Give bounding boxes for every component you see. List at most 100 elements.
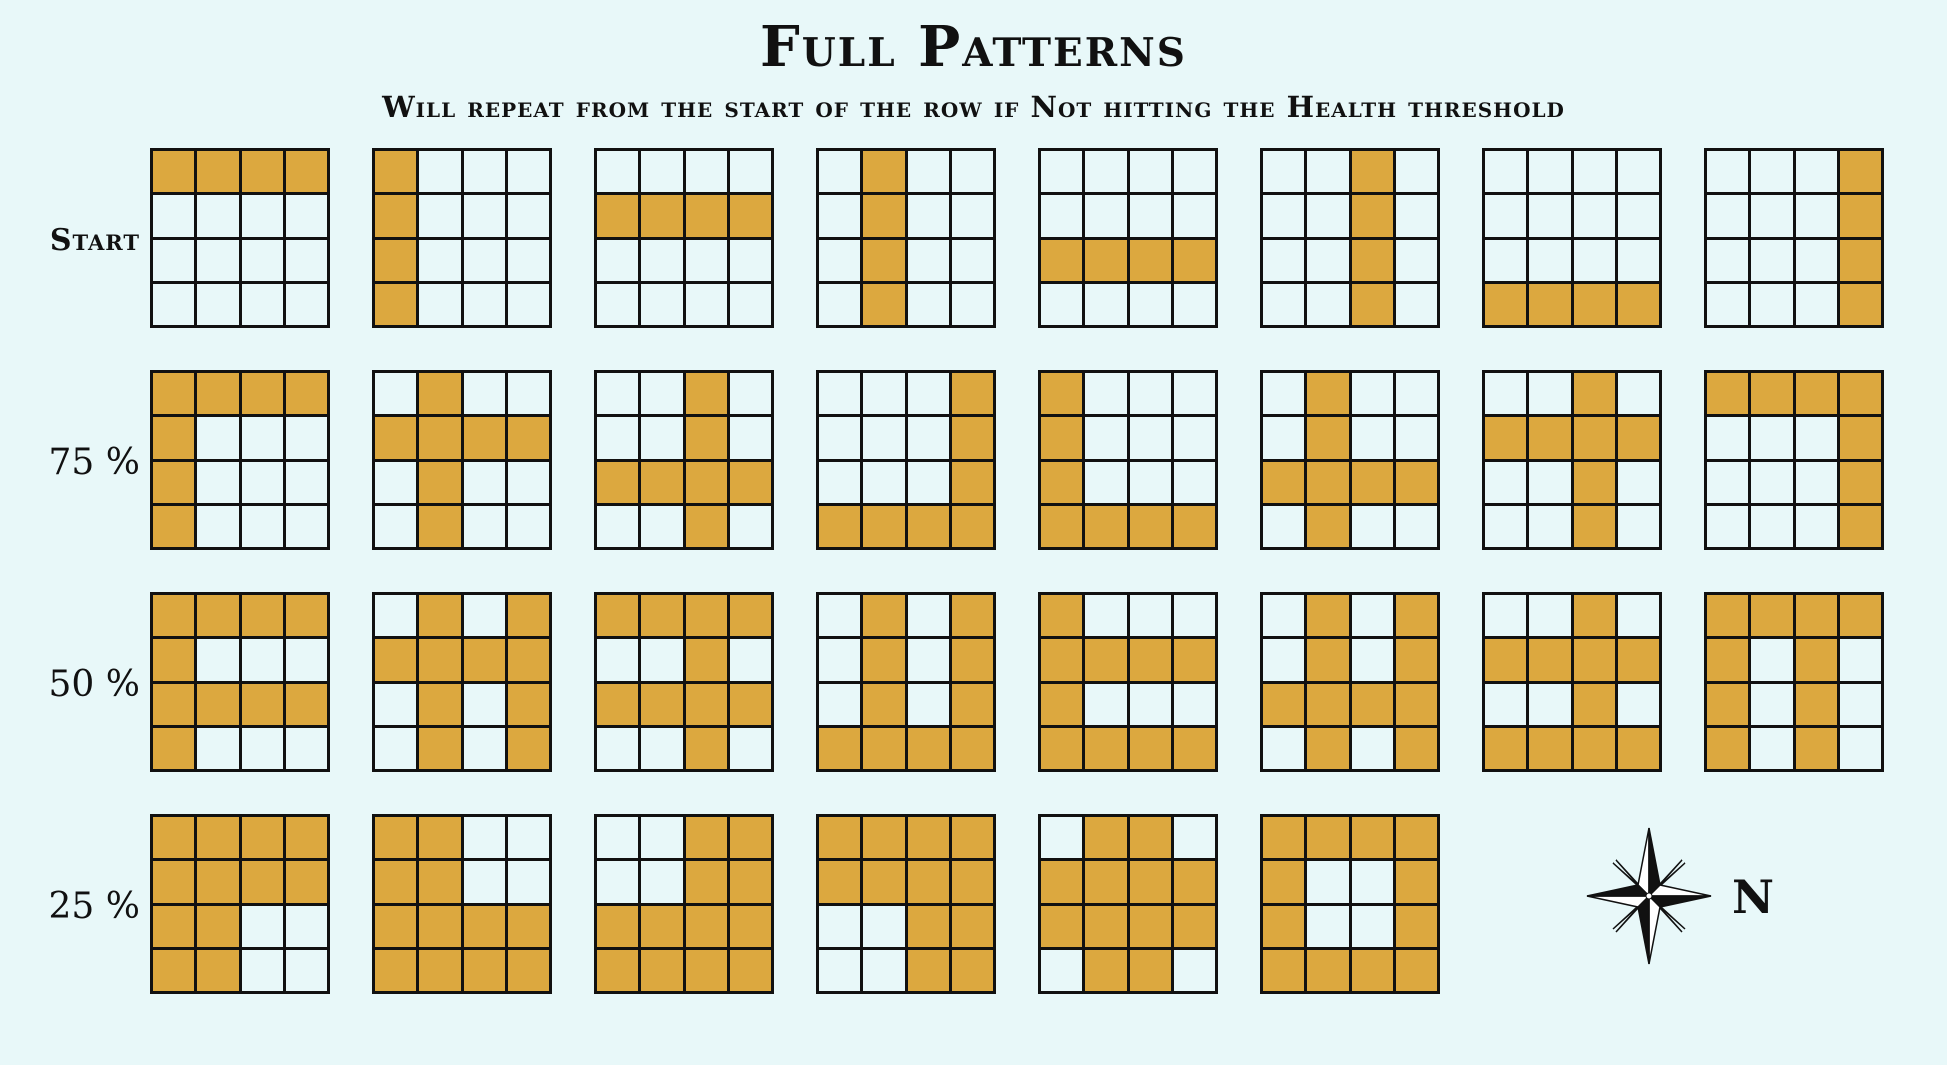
pattern-cell-filled — [1085, 505, 1127, 547]
row-label-25: 25 % — [48, 886, 140, 927]
pattern-cell-filled — [375, 817, 417, 859]
pattern-cell-filled — [375, 239, 417, 281]
pattern-cell-filled — [1485, 639, 1527, 681]
pattern-cell-empty — [1573, 239, 1615, 281]
pattern-cell-filled — [153, 505, 195, 547]
pattern-cell-filled — [1085, 905, 1127, 947]
pattern-cell-empty — [463, 505, 505, 547]
pattern-grid-50-8 — [1704, 592, 1884, 772]
pattern-cell-empty — [819, 683, 861, 725]
pattern-cell-filled — [729, 595, 771, 637]
pattern-cell-empty — [1041, 949, 1083, 991]
pattern-cell-empty — [907, 683, 949, 725]
pattern-grid-75-5 — [1038, 370, 1218, 550]
pattern-cell-filled — [685, 683, 727, 725]
pattern-cell-empty — [1529, 239, 1571, 281]
pattern-cell-filled — [197, 151, 239, 193]
pattern-cell-filled — [375, 283, 417, 325]
pattern-cell-empty — [1351, 727, 1393, 769]
pattern-cell-empty — [285, 195, 327, 237]
pattern-cell-empty — [507, 151, 549, 193]
pattern-cell-filled — [419, 817, 461, 859]
pattern-grid-25-5 — [1038, 814, 1218, 994]
compass-north-label: N — [1732, 870, 1775, 924]
pattern-cell-filled — [951, 861, 993, 903]
pattern-cell-filled — [1839, 195, 1881, 237]
pattern-cell-empty — [1351, 861, 1393, 903]
pattern-cell-filled — [863, 151, 905, 193]
pattern-cell-filled — [1707, 595, 1749, 637]
pattern-cell-filled — [951, 595, 993, 637]
pattern-cell-empty — [1041, 817, 1083, 859]
pattern-cell-empty — [819, 905, 861, 947]
pattern-cell-filled — [419, 727, 461, 769]
pattern-cell-filled — [507, 905, 549, 947]
pattern-cell-empty — [685, 283, 727, 325]
pattern-cell-filled — [863, 727, 905, 769]
pattern-cell-filled — [1573, 461, 1615, 503]
pattern-grid-75-4 — [816, 370, 996, 550]
pattern-cell-empty — [1173, 595, 1215, 637]
pattern-grid-75-3 — [594, 370, 774, 550]
pattern-cell-filled — [1351, 817, 1393, 859]
pattern-cell-filled — [1307, 373, 1349, 415]
pattern-cell-filled — [951, 417, 993, 459]
pattern-cell-empty — [285, 239, 327, 281]
pattern-cell-empty — [1751, 639, 1793, 681]
pattern-cell-empty — [907, 639, 949, 681]
pattern-cell-empty — [1485, 373, 1527, 415]
pattern-cell-filled — [729, 683, 771, 725]
pattern-cell-filled — [1173, 905, 1215, 947]
pattern-cell-filled — [1041, 595, 1083, 637]
pattern-cell-filled — [285, 817, 327, 859]
pattern-cell-empty — [1751, 417, 1793, 459]
pattern-cell-filled — [241, 595, 283, 637]
pattern-cell-filled — [863, 505, 905, 547]
pattern-grid-start-3 — [594, 148, 774, 328]
pattern-cell-empty — [419, 195, 461, 237]
pattern-grid-75-7 — [1482, 370, 1662, 550]
pattern-cell-empty — [1795, 151, 1837, 193]
pattern-cell-filled — [1351, 949, 1393, 991]
pattern-cell-filled — [153, 905, 195, 947]
pattern-cell-empty — [375, 373, 417, 415]
pattern-cell-empty — [641, 727, 683, 769]
pattern-cell-empty — [1573, 151, 1615, 193]
pattern-cell-empty — [197, 283, 239, 325]
pattern-cell-empty — [1263, 151, 1305, 193]
pattern-cell-empty — [1173, 283, 1215, 325]
pattern-cell-filled — [1573, 727, 1615, 769]
pattern-cell-empty — [241, 239, 283, 281]
pattern-cell-filled — [1041, 905, 1083, 947]
pattern-cell-empty — [1129, 417, 1171, 459]
pattern-cell-empty — [951, 239, 993, 281]
pattern-cell-empty — [507, 283, 549, 325]
pattern-cell-empty — [1351, 417, 1393, 459]
pattern-cell-filled — [463, 639, 505, 681]
pattern-cell-filled — [951, 683, 993, 725]
pattern-grid-start-4 — [816, 148, 996, 328]
pattern-cell-empty — [1839, 727, 1881, 769]
pattern-grid-75-2 — [372, 370, 552, 550]
pattern-cell-filled — [1173, 861, 1215, 903]
pattern-cell-filled — [153, 639, 195, 681]
pattern-cell-filled — [1617, 727, 1659, 769]
pattern-cell-empty — [197, 239, 239, 281]
pattern-cell-filled — [1839, 239, 1881, 281]
pattern-cell-empty — [1395, 151, 1437, 193]
pattern-cell-filled — [1085, 861, 1127, 903]
pattern-cell-filled — [1263, 905, 1305, 947]
pattern-cell-empty — [1485, 595, 1527, 637]
pattern-cell-filled — [419, 595, 461, 637]
pattern-grid-50-4 — [816, 592, 996, 772]
pattern-cell-filled — [1041, 727, 1083, 769]
pattern-cell-filled — [153, 861, 195, 903]
pattern-cell-empty — [819, 417, 861, 459]
pattern-cell-filled — [1485, 417, 1527, 459]
pattern-cell-empty — [1617, 683, 1659, 725]
pattern-cell-empty — [197, 727, 239, 769]
pattern-cell-empty — [1173, 949, 1215, 991]
pattern-cell-empty — [241, 283, 283, 325]
pattern-cell-empty — [463, 373, 505, 415]
pattern-grid-50-6 — [1260, 592, 1440, 772]
